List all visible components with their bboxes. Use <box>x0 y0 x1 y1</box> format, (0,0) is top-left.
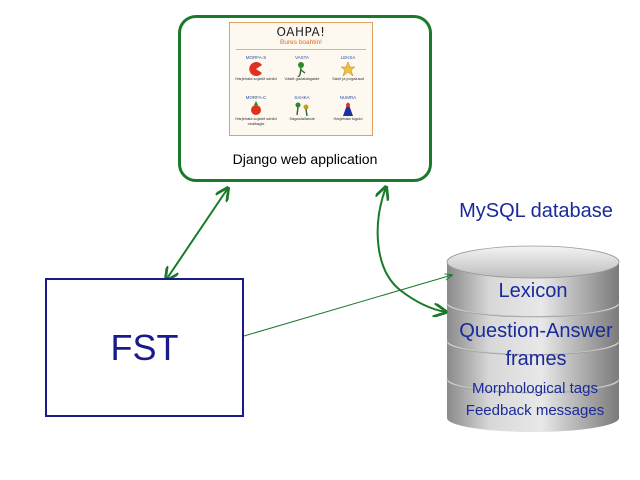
layer-frames: frames <box>505 348 567 370</box>
layer-question-answer: Question-Answer <box>459 320 613 342</box>
tile-desc: Hárjehala sojahit sániid cealkagis <box>235 116 277 126</box>
layer-morphological-tags: Morphological tags <box>472 380 598 397</box>
layer-lexicon: Lexicon <box>498 280 568 302</box>
tile-name: MORFA-C <box>245 95 267 100</box>
tile-desc: Sánit ja jorgalusat <box>332 76 364 81</box>
oahpa-logo: OAHPA! <box>276 25 326 39</box>
character-icon <box>297 62 306 77</box>
tile-desc: Vástit gažaldagaide <box>284 76 320 81</box>
database-title: MySQL database <box>459 200 613 222</box>
tile-leksa: LEKSA Sánit ja jorgalusat <box>325 55 371 82</box>
pacman-icon <box>249 62 262 76</box>
tile-name: MORFA-S <box>245 55 267 60</box>
django-app-label: Django web application <box>232 151 378 167</box>
dancers-icon <box>295 102 309 117</box>
blue-figure-icon <box>343 102 353 116</box>
app-fst-connector <box>166 188 228 280</box>
tile-numra: NUMRA Hárjehala loguid <box>325 95 371 122</box>
tile-sahka: SAHKA Ságastallamat <box>279 95 325 122</box>
tile-name: NUMRA <box>339 95 357 100</box>
layer-feedback-messages: Feedback messages <box>465 402 605 419</box>
tile-name: VASTA <box>294 55 310 60</box>
fst-label: FST <box>110 326 179 368</box>
figure-icon <box>251 101 261 115</box>
database-cylinder <box>446 245 620 432</box>
screenshot-divider <box>236 49 366 50</box>
tile-morfa-c: MORFA-C Hárjehala sojahit sániid cealkag… <box>233 95 279 126</box>
app-database-connector <box>378 187 446 312</box>
oahpa-screenshot: OAHPA! Bures boahtin! MORFA-S Hárjehala … <box>229 22 373 136</box>
star-icon <box>340 61 356 77</box>
tile-desc: Ságastallamat <box>289 116 315 121</box>
tile-vasta: VASTA Vástit gažaldagaide <box>279 55 325 82</box>
tile-desc: Hárjehala sojahit sániid <box>235 76 277 81</box>
fst-database-connector <box>243 275 452 337</box>
tile-desc: Hárjehala loguid <box>333 116 363 121</box>
tile-name: LEKSA <box>340 55 356 60</box>
fst-box: FST <box>45 278 244 417</box>
tile-name: SAHKA <box>294 95 310 100</box>
tile-morfa-s: MORFA-S Hárjehala sojahit sániid <box>233 55 279 82</box>
welcome-text: Bures boahtin! <box>280 39 322 46</box>
